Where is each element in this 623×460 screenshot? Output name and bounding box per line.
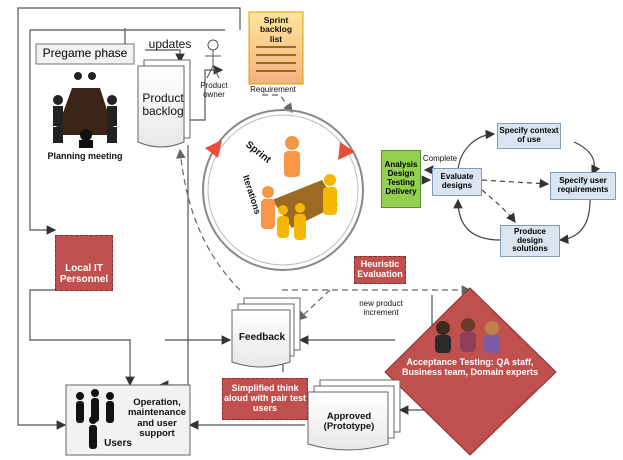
feedback-label: Feedback [238,332,286,343]
analysis-line: Analysis [384,160,418,170]
operation-support-label: Operation, maintenance and user support [127,397,187,440]
acceptance-testing-diamond [384,287,557,456]
acceptance-testing-label: Acceptance Testing: QA staff, Business t… [401,357,539,377]
complete-label: Complete [422,154,458,163]
sprint-backlog-note [248,11,304,85]
sprint-cycle [202,109,364,271]
approved-prototype-label: Approved (Prototype) [323,411,375,433]
users-label: Users [104,438,132,449]
updates-label: updates [148,37,192,51]
think-aloud-box: Simplified think aloud with pair test us… [222,378,308,420]
specify-context-box: Specify context of use [497,123,561,149]
product-backlog-document [137,59,191,148]
dashed-arrows [176,94,472,321]
approved-document-stack [307,379,401,451]
sprint-team-figures [261,136,338,240]
pregame-phase-label: Pregame phase [42,46,128,61]
feedback-document-stack [231,297,301,368]
product-owner-icon [205,39,221,79]
heuristic-evaluation-box: Heuristic Evaluation [354,256,406,284]
testing-line: Testing [387,178,415,187]
users-icon [76,389,114,449]
specify-user-requirements-box: Specify user requirements [550,172,616,200]
new-product-increment-label: new product increment [359,299,403,317]
analysis-design-box: Analysis Design Testing Delivery [381,150,421,208]
design-line: Design [387,169,415,179]
product-owner-label: Product owner [200,81,228,99]
planning-meeting-image [48,66,120,148]
requirement-label: Requirement [250,85,296,94]
sprint-backlog-label: Sprint backlog list [259,15,293,44]
product-backlog-label: Product backlog [142,91,184,119]
users-box [65,384,191,456]
local-it-personnel-box: Local IT Personnel [55,235,113,291]
produce-design-solutions-box: Produce design solutions [500,225,560,257]
delivery-line: Delivery [385,186,417,196]
evaluate-designs-box: Evaluate designs [432,168,482,196]
planning-meeting-label: Planning meeting [47,151,123,161]
ucd-cycle-arrows [421,129,601,244]
